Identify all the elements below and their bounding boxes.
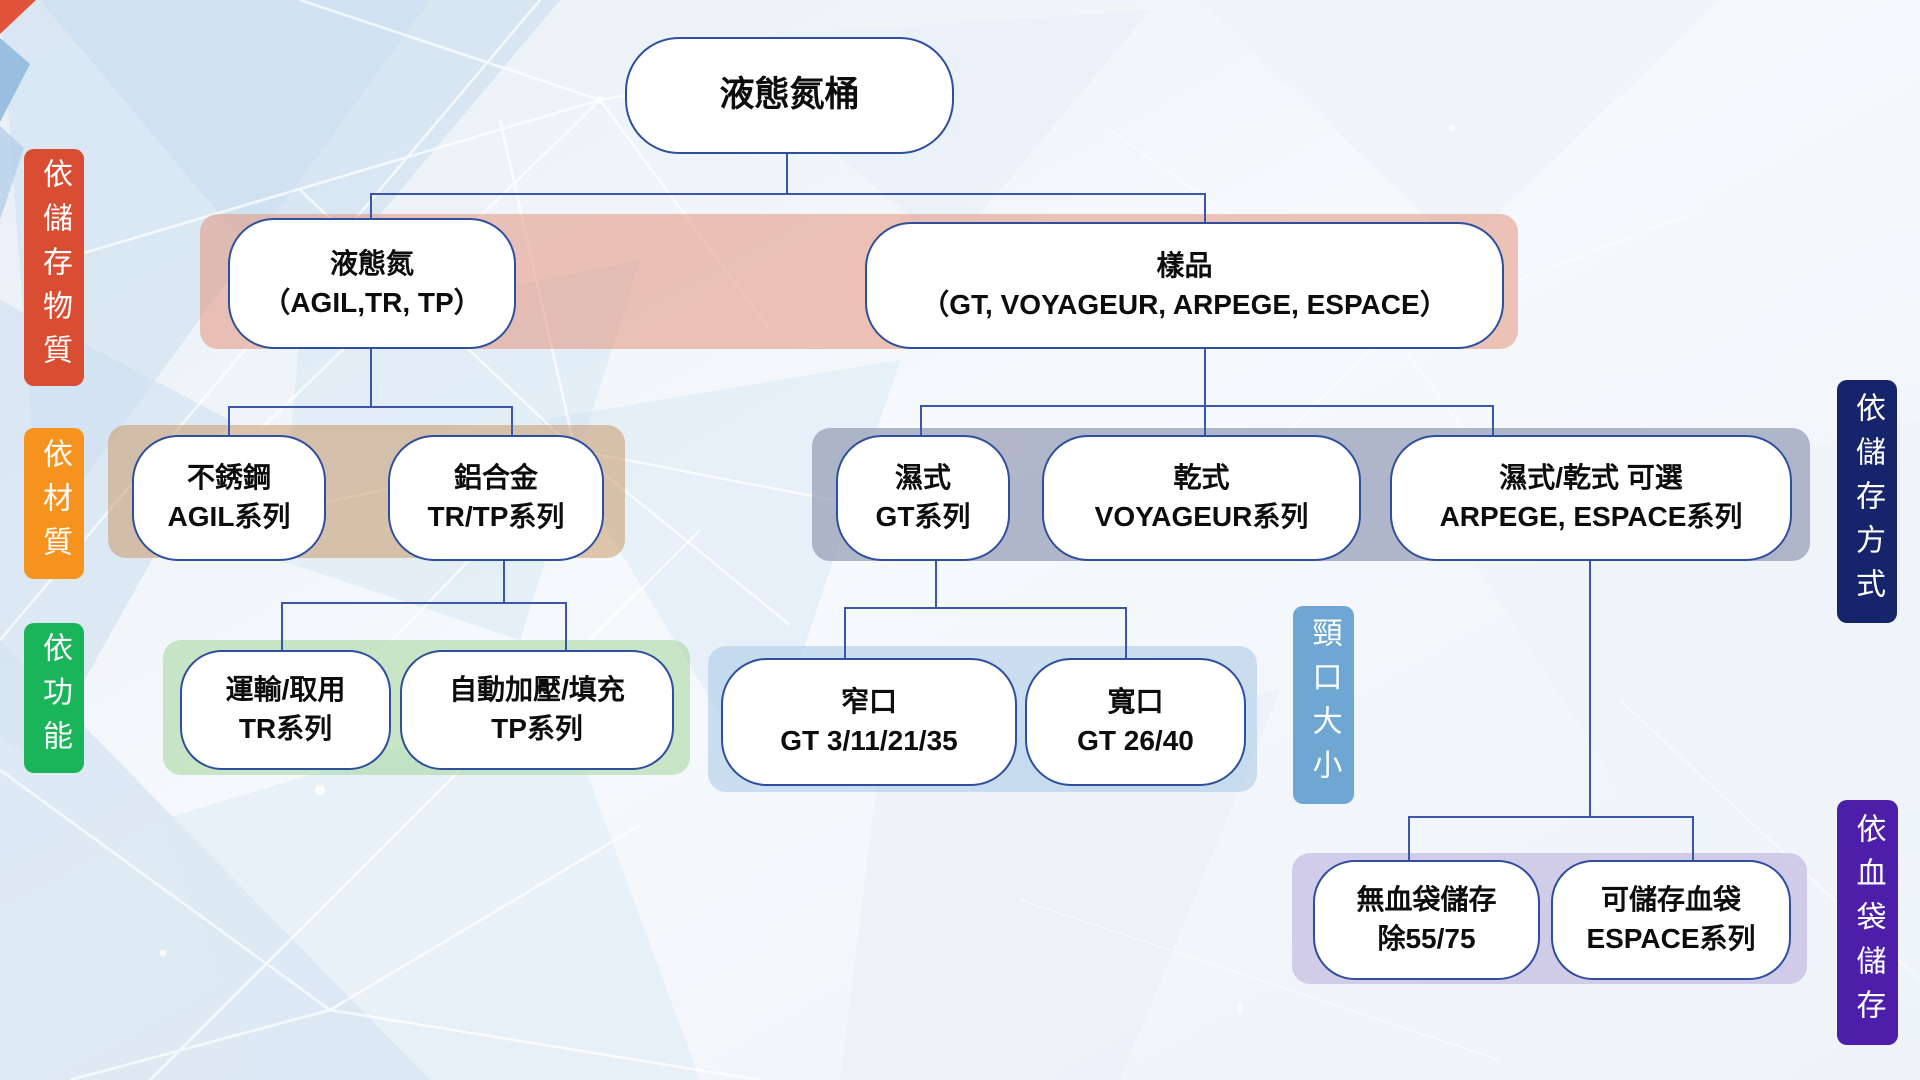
label-by-storage-substance: 依儲存物質 xyxy=(24,149,84,386)
node-sample: 樣品 （GT, VOYAGEUR, ARPEGE, ESPACE） xyxy=(865,222,1504,349)
node-wide-neck: 寬口 GT 26/40 xyxy=(1025,658,1246,786)
label-text: 頸口大小 xyxy=(1307,617,1341,793)
node-line2: VOYAGEUR系列 xyxy=(1094,501,1309,532)
node-line2: 除55/75 xyxy=(1377,923,1476,954)
node-line2: ARPEGE, ESPACE系列 xyxy=(1439,501,1743,532)
node-line1: 濕式 xyxy=(894,462,951,494)
node-line2: （GT, VOYAGEUR, ARPEGE, ESPACE） xyxy=(921,288,1448,320)
node-line1: 寬口 xyxy=(1107,686,1164,718)
node-line1: 無血袋儲存 xyxy=(1356,884,1497,916)
node-no-blood-bag-storage: 無血袋儲存 除55/75 xyxy=(1313,860,1540,980)
node-line1: 自動加壓/填充 xyxy=(449,674,625,706)
node-line2: ESPACE系列 xyxy=(1586,923,1756,954)
node-line2: （AGIL,TR, TP） xyxy=(262,286,482,318)
node-line1: 鋁合金 xyxy=(453,462,538,494)
label-by-storage-method: 依儲存方式 xyxy=(1837,380,1897,623)
label-by-blood-bag-storage: 依血袋儲存 xyxy=(1837,800,1898,1045)
node-wet-gt-series: 濕式 GT系列 xyxy=(836,435,1010,561)
label-neck-size: 頸口大小 xyxy=(1293,606,1354,804)
node-line1: 可儲存血袋 xyxy=(1600,884,1741,916)
label-text: 依功能 xyxy=(38,632,71,764)
label-text: 依儲存方式 xyxy=(1851,391,1884,612)
label-text: 依材質 xyxy=(38,437,71,570)
node-line2: TP系列 xyxy=(491,713,583,744)
node-blood-bag-storage: 可儲存血袋 ESPACE系列 xyxy=(1551,860,1791,980)
node-stainless-steel: 不銹鋼 AGIL系列 xyxy=(132,435,326,561)
node-line1: 濕式/乾式 可選 xyxy=(1499,462,1683,494)
node-line2: TR系列 xyxy=(238,713,333,744)
node-line1: 液態氮 xyxy=(329,247,414,279)
node-line2: GT 26/40 xyxy=(1077,725,1194,756)
node-transport-access: 運輸/取用 TR系列 xyxy=(180,650,391,770)
node-line1: 液態氮桶 xyxy=(719,75,860,115)
node-line1: 不銹鋼 xyxy=(186,462,271,494)
node-line2: AGIL系列 xyxy=(167,501,291,532)
node-aluminum-alloy: 鋁合金 TR/TP系列 xyxy=(388,435,604,561)
node-line2: GT 3/11/21/35 xyxy=(780,725,958,756)
node-line1: 運輸/取用 xyxy=(225,674,346,706)
node-line1: 乾式 xyxy=(1173,462,1230,494)
node-auto-pressure-fill: 自動加壓/填充 TP系列 xyxy=(400,650,674,770)
label-by-material: 依材質 xyxy=(24,428,84,579)
node-liquid-nitrogen-tank: 液態氮桶 xyxy=(625,37,954,154)
label-by-function: 依功能 xyxy=(24,623,84,773)
node-line1: 樣品 xyxy=(1156,249,1213,281)
node-wet-dry-optional: 濕式/乾式 可選 ARPEGE, ESPACE系列 xyxy=(1390,435,1792,561)
label-text: 依儲存物質 xyxy=(38,157,71,378)
node-line1: 窄口 xyxy=(840,686,897,718)
node-dry-voyageur-series: 乾式 VOYAGEUR系列 xyxy=(1042,435,1361,561)
node-liquid-nitrogen: 液態氮 （AGIL,TR, TP） xyxy=(228,218,516,349)
node-narrow-neck: 窄口 GT 3/11/21/35 xyxy=(721,658,1017,786)
label-text: 依血袋儲存 xyxy=(1851,812,1885,1033)
node-line2: TR/TP系列 xyxy=(427,501,565,532)
node-line2: GT系列 xyxy=(875,501,971,532)
